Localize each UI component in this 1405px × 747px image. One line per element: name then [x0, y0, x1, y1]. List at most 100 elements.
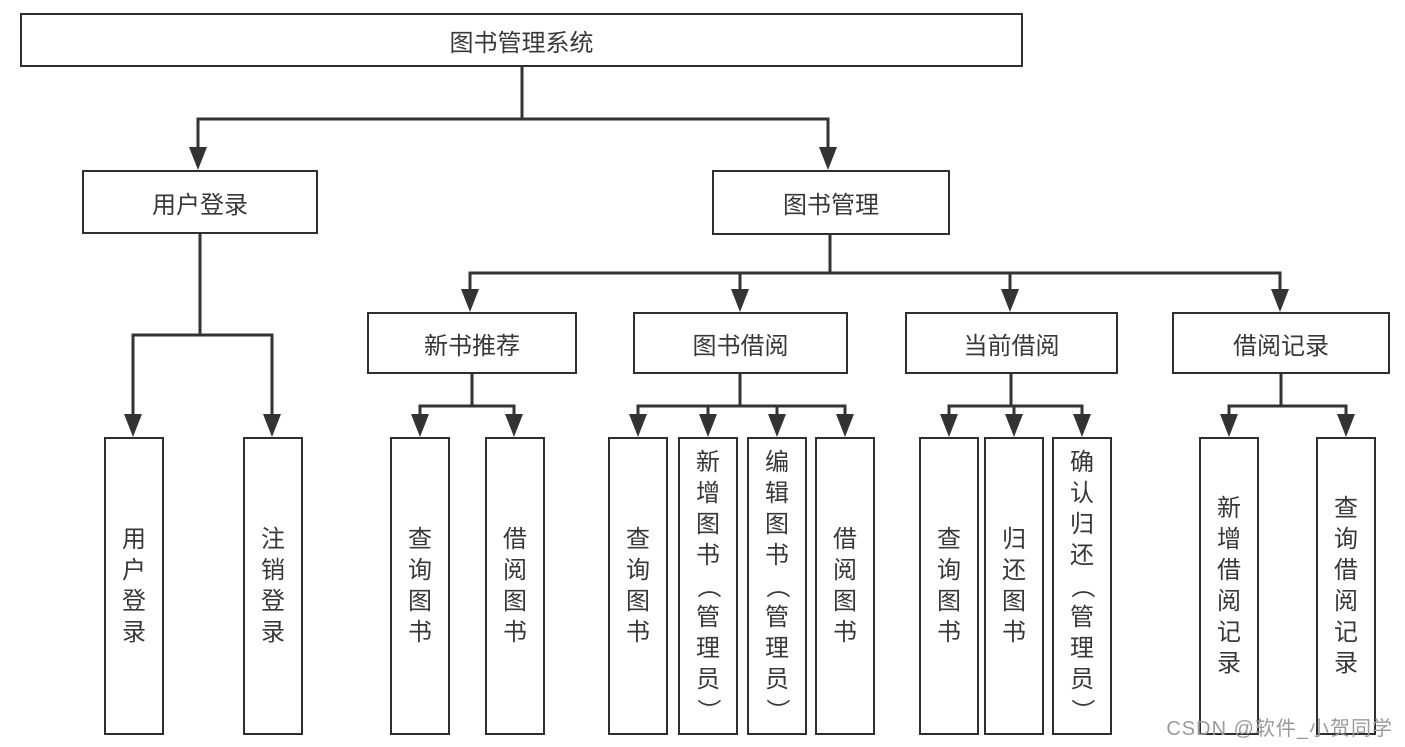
node-label-br-query-record: 查询借阅记录 [1334, 493, 1358, 679]
vertical-char-glyph: 员 [1070, 665, 1094, 693]
arrowhead-icon [699, 414, 717, 437]
arrowhead-icon [1005, 414, 1023, 437]
vertical-char-glyph: 询 [1334, 526, 1358, 553]
node-br-add-record: 新增借阅记录 [1199, 437, 1259, 735]
vertical-char-glyph: 员 [765, 665, 789, 693]
vertical-char-glyph: 书 [833, 619, 857, 646]
vertical-char-glyph: 查 [937, 526, 961, 553]
vertical-char-glyph: 录 [1334, 650, 1358, 677]
vertical-char-glyph: 阅 [1334, 588, 1358, 615]
node-nb-borrow-books: 借阅图书 [485, 437, 545, 735]
arrowhead-icon [629, 414, 647, 437]
node-label-nb-borrow-books: 借阅图书 [503, 524, 527, 648]
node-label-book-borrowing: 图书借阅 [692, 332, 789, 360]
node-current-borrowing: 当前借阅 [905, 312, 1118, 374]
vertical-char-glyph: 图 [765, 510, 789, 538]
node-label-new-book-recommend: 新书推荐 [424, 332, 520, 360]
node-bb-query-books: 查询图书 [608, 437, 668, 735]
node-label-user-login-leaf: 用户登录 [122, 524, 146, 648]
vertical-char-glyph: 确 [1070, 448, 1094, 476]
vertical-paren-glyph: （ [694, 574, 722, 598]
vertical-char-glyph: 图 [626, 588, 650, 615]
node-label-current-borrowing: 当前借阅 [963, 332, 1060, 360]
arrowhead-icon [461, 289, 479, 312]
vertical-char-glyph: 书 [937, 619, 961, 646]
vertical-paren-glyph: ） [694, 698, 722, 722]
vertical-char-glyph: 查 [1334, 495, 1358, 522]
arrowhead-icon [124, 414, 142, 437]
node-library-system: 图书管理系统 [20, 13, 1023, 67]
node-label-cb-return-books: 归还图书 [1002, 524, 1026, 648]
node-br-query-record: 查询借阅记录 [1316, 437, 1376, 735]
node-label-cb-query-books: 查询图书 [937, 524, 961, 648]
vertical-char-glyph: 归 [1002, 526, 1026, 553]
vertical-char-glyph: 书 [626, 619, 650, 646]
node-label-bb-borrow-books: 借阅图书 [833, 524, 857, 648]
vertical-paren-glyph: ） [763, 698, 791, 722]
node-borrowing-records: 借阅记录 [1172, 312, 1390, 374]
vertical-char-glyph: 管 [765, 603, 789, 631]
vertical-char-glyph: 询 [937, 557, 961, 584]
arrowhead-icon [505, 414, 523, 437]
arrowhead-icon [940, 414, 958, 437]
vertical-char-glyph: 图 [696, 510, 720, 538]
vertical-char-glyph: 还 [1070, 541, 1094, 569]
node-label-bb-add-books-admin: 新增图书（管理员） [695, 447, 722, 726]
node-label-br-add-record: 新增借阅记录 [1217, 493, 1241, 679]
vertical-char-glyph: 录 [1217, 650, 1241, 677]
arrowhead-icon [819, 147, 837, 170]
arrowhead-icon [1271, 289, 1289, 312]
node-label-logout-leaf: 注销登录 [261, 524, 285, 648]
node-cb-query-books: 查询图书 [919, 437, 979, 735]
vertical-char-glyph: 编 [765, 448, 789, 476]
vertical-char-glyph: 记 [1334, 619, 1358, 646]
vertical-char-glyph: 归 [1070, 510, 1094, 538]
node-book-borrowing: 图书借阅 [633, 312, 848, 374]
vertical-char-glyph: 书 [765, 541, 789, 569]
node-nb-query-books: 查询图书 [390, 437, 450, 735]
vertical-char-glyph: 图 [408, 588, 432, 615]
vertical-char-glyph: 户 [122, 557, 146, 584]
vertical-char-glyph: 图 [503, 588, 527, 615]
vertical-char-glyph: 书 [408, 619, 432, 646]
arrowhead-icon [768, 414, 786, 437]
node-label-user-login: 用户登录 [152, 191, 248, 219]
vertical-paren-glyph: ） [1068, 698, 1096, 722]
vertical-paren-glyph: （ [763, 574, 791, 598]
node-cb-return-books: 归还图书 [984, 437, 1044, 735]
node-label-cb-confirm-return-admin: 确认归还（管理员） [1069, 447, 1096, 726]
vertical-char-glyph: 登 [261, 588, 285, 615]
arrowhead-icon [1220, 414, 1238, 437]
vertical-char-glyph: 还 [1002, 557, 1026, 584]
vertical-char-glyph: 查 [626, 526, 650, 553]
arrowhead-icon [1073, 414, 1091, 437]
vertical-char-glyph: 录 [261, 619, 285, 646]
arrowhead-icon [411, 414, 429, 437]
arrowhead-icon [189, 147, 207, 170]
vertical-char-glyph: 借 [833, 526, 857, 553]
vertical-char-glyph: 增 [696, 479, 720, 507]
vertical-char-glyph: 员 [696, 665, 720, 693]
node-bb-add-books-admin: 新增图书（管理员） [678, 437, 738, 735]
node-label-bb-edit-books-admin: 编辑图书（管理员） [764, 447, 791, 726]
vertical-char-glyph: 增 [1217, 526, 1241, 553]
vertical-paren-glyph: （ [1068, 574, 1096, 598]
vertical-char-glyph: 理 [765, 634, 789, 662]
vertical-char-glyph: 图 [833, 588, 857, 615]
vertical-char-glyph: 新 [1217, 495, 1241, 522]
vertical-char-glyph: 理 [1070, 634, 1094, 662]
vertical-char-glyph: 询 [408, 557, 432, 584]
arrowhead-icon [1337, 414, 1355, 437]
vertical-char-glyph: 注 [261, 526, 285, 553]
node-label-library-system: 图书管理系统 [449, 29, 594, 57]
vertical-char-glyph: 借 [503, 526, 527, 553]
vertical-char-glyph: 理 [696, 634, 720, 662]
arrowhead-icon [1001, 289, 1019, 312]
vertical-char-glyph: 借 [1217, 557, 1241, 584]
arrowhead-icon [263, 414, 281, 437]
vertical-char-glyph: 借 [1334, 557, 1358, 584]
node-label-bb-query-books: 查询图书 [626, 524, 650, 648]
vertical-char-glyph: 书 [696, 541, 720, 569]
